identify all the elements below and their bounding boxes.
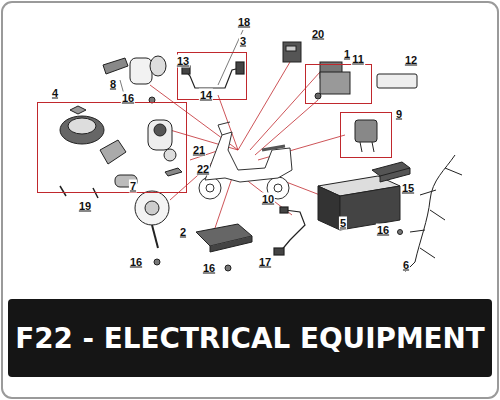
callout-number: 9: [395, 108, 403, 121]
group-outline: 9: [340, 112, 392, 158]
callout-number: 16: [121, 92, 135, 105]
callout-number: 2: [179, 226, 187, 239]
callout-number: 10: [261, 193, 275, 206]
callout-number: 4: [51, 87, 59, 100]
callout-number: 15: [401, 182, 415, 195]
callout-number: 16: [129, 256, 143, 269]
callout-number: 22: [196, 163, 210, 176]
callout-number: 16: [202, 262, 216, 275]
callout-number: 19: [78, 200, 92, 213]
callout-number: 21: [192, 144, 206, 157]
callout-number: 1: [343, 48, 351, 61]
callout-number: 12: [404, 54, 418, 67]
callout-number: 3: [239, 35, 247, 48]
callout-number: 6: [402, 259, 410, 272]
callout-number: 13: [176, 55, 190, 68]
group-outline: 4: [37, 102, 187, 193]
callout-number: 11: [351, 53, 365, 66]
group-outline: 11: [305, 64, 372, 104]
callout-number: 5: [339, 217, 347, 230]
callout-number: 14: [199, 89, 213, 102]
callout-number: 17: [258, 256, 272, 269]
title-text: F22 - ELECTRICAL EQUIPMENT: [15, 322, 485, 355]
callout-number: 8: [109, 78, 117, 91]
callout-number: 18: [237, 16, 251, 29]
callout-number: 20: [311, 28, 325, 41]
title-band: F22 - ELECTRICAL EQUIPMENT: [8, 299, 492, 377]
callout-number: 16: [376, 224, 390, 237]
callout-number: 7: [129, 180, 137, 193]
